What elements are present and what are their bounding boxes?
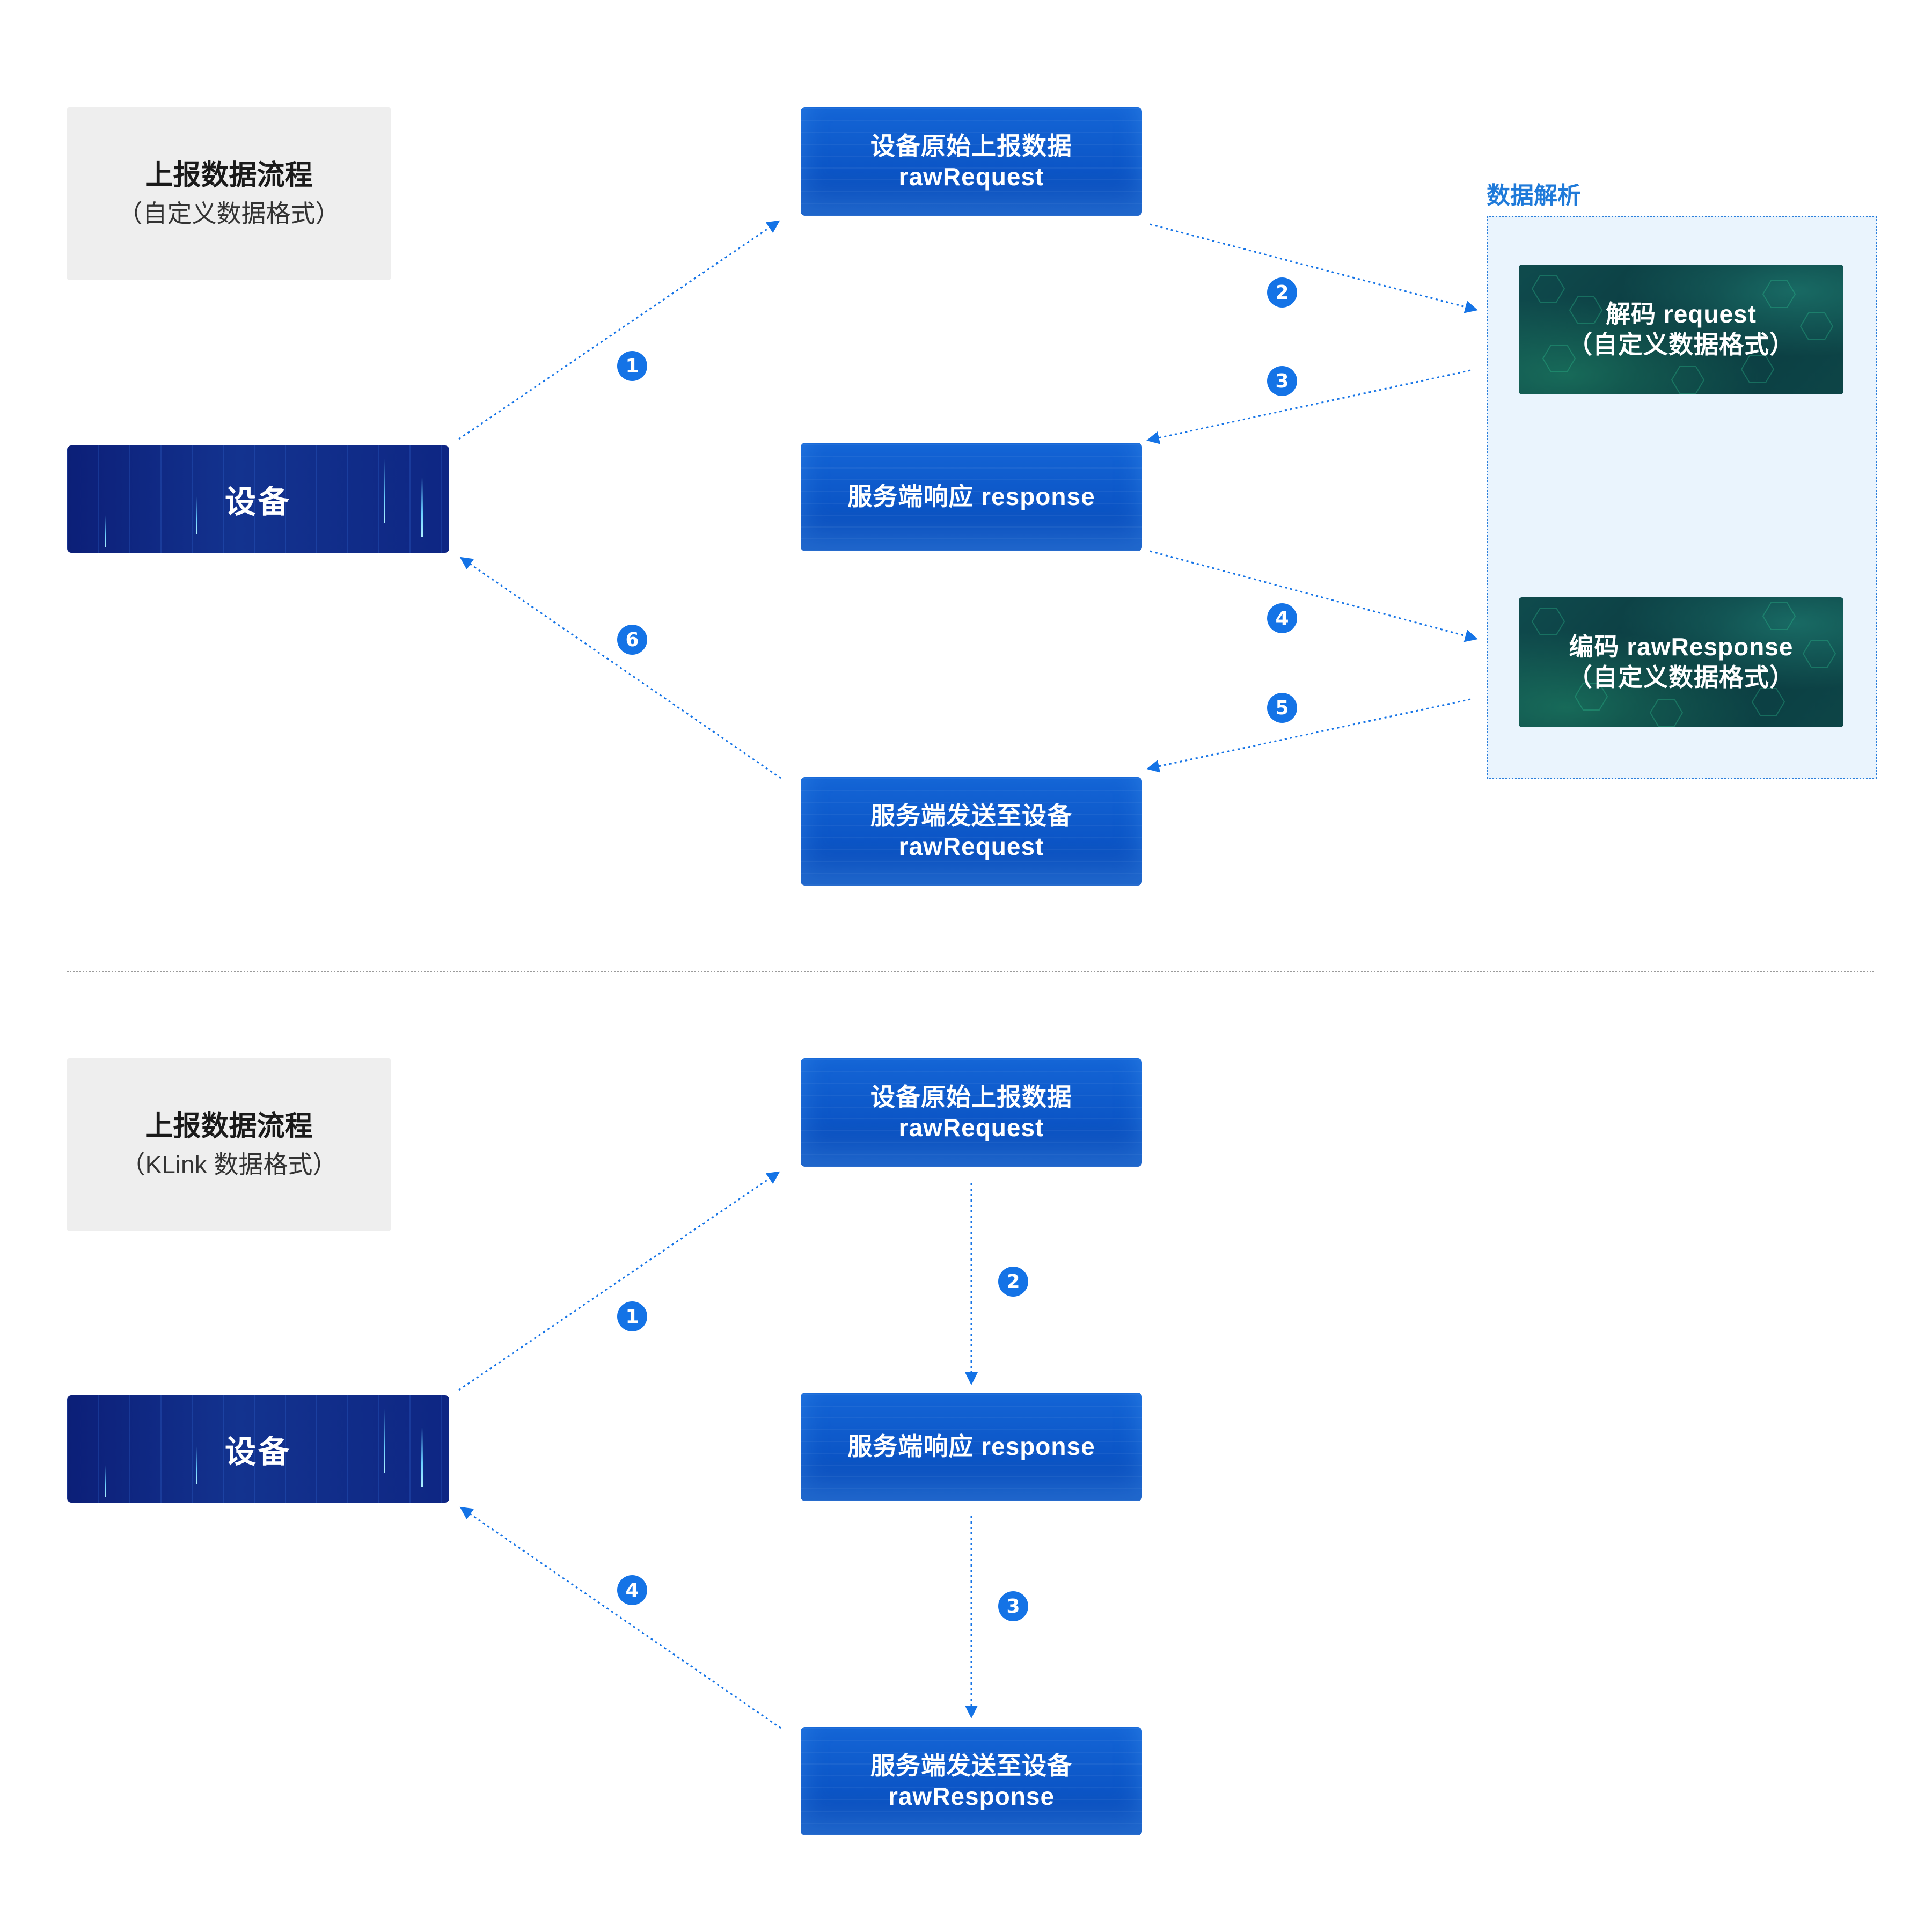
section2-raw-request-line2: rawRequest xyxy=(898,1114,1044,1141)
parse-region-title: 数据解析 xyxy=(1487,182,1581,209)
section2-raw-request-line1: 设备原始上报数据 xyxy=(870,1082,1072,1111)
section2-device-node: 设备 xyxy=(67,1395,449,1503)
section2-response-node: 服务端响应 response xyxy=(801,1393,1142,1501)
section2-device-label: 设备 xyxy=(224,1435,291,1469)
section1-response-label: 服务端响应 response xyxy=(847,482,1095,511)
section2-title: 上报数据流程 xyxy=(145,1110,313,1142)
section1-step-badge-4: 4 xyxy=(1267,603,1297,633)
section2-step-badge-4: 4 xyxy=(617,1575,647,1605)
s1-arrow-5 xyxy=(1146,698,1471,773)
section1-step-badge-3: 3 xyxy=(1267,366,1297,396)
section2-send-line2: rawResponse xyxy=(888,1782,1055,1810)
section1-title: 上报数据流程 xyxy=(145,159,313,191)
section1-send-line2: rawRequest xyxy=(898,832,1044,860)
section-divider xyxy=(67,971,1874,972)
section1-step-badge-5: 5 xyxy=(1267,693,1297,723)
section2-raw-request-node: 设备原始上报数据 rawRequest xyxy=(801,1058,1142,1167)
s2-arrow-1 xyxy=(458,1171,780,1391)
section2-subtitle: （KLink 数据格式） xyxy=(120,1151,338,1179)
section2-step-badge-3: 3 xyxy=(998,1591,1028,1621)
decode-line2: （自定义数据格式） xyxy=(1568,331,1795,358)
section1-device-label: 设备 xyxy=(224,485,291,519)
decode-node: 解码 request （自定义数据格式） xyxy=(1519,265,1843,394)
section2-send-node: 服务端发送至设备 rawResponse xyxy=(801,1727,1142,1835)
encode-node: 编码 rawResponse （自定义数据格式） xyxy=(1519,597,1843,727)
encode-line2: （自定义数据格式） xyxy=(1568,663,1795,691)
section1-raw-request-line2: rawRequest xyxy=(898,163,1044,191)
section1-title-card: 上报数据流程 （自定义数据格式） xyxy=(67,107,391,280)
section2-step-badge-1: 1 xyxy=(617,1301,647,1331)
section2-step-badge-2: 2 xyxy=(998,1267,1028,1297)
section2-title-card: 上报数据流程 （KLink 数据格式） xyxy=(67,1058,391,1231)
section1-raw-request-node: 设备原始上报数据 rawRequest xyxy=(801,107,1142,216)
decode-line1: 解码 request xyxy=(1606,299,1757,328)
section1-device-node: 设备 xyxy=(67,445,449,553)
section1-step-badge-6: 6 xyxy=(617,625,647,655)
s1-arrow-1 xyxy=(458,220,780,440)
section1-step-badge-2: 2 xyxy=(1267,277,1297,308)
encode-line1: 编码 rawResponse xyxy=(1569,632,1794,661)
section1-step-badge-1: 1 xyxy=(617,351,647,381)
section2-response-label: 服务端响应 response xyxy=(847,1432,1095,1461)
section1-send-node: 服务端发送至设备 rawRequest xyxy=(801,777,1142,885)
s1-arrow-4 xyxy=(1150,550,1478,642)
section2-send-line1: 服务端发送至设备 xyxy=(870,1751,1072,1780)
s1-arrow-3 xyxy=(1146,369,1471,444)
section1-raw-request-line1: 设备原始上报数据 xyxy=(870,131,1072,160)
section1-send-line1: 服务端发送至设备 xyxy=(870,801,1072,830)
section1-subtitle: （自定义数据格式） xyxy=(118,200,340,228)
s1-arrow-2 xyxy=(1150,223,1478,313)
s2-arrow-4 xyxy=(459,1506,781,1729)
section1-response-node: 服务端响应 response xyxy=(801,443,1142,551)
s1-arrow-6 xyxy=(459,557,781,779)
